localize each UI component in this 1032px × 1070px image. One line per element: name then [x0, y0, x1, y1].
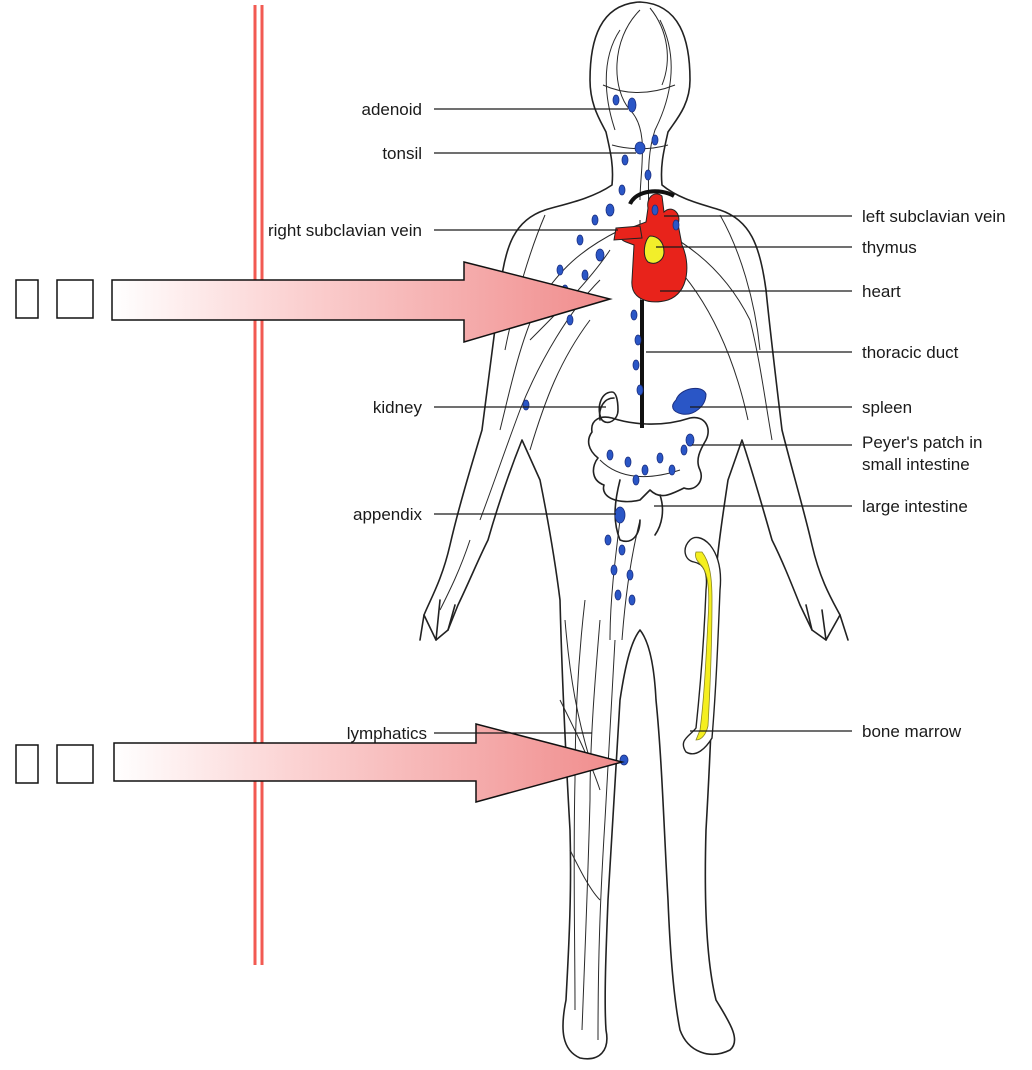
label-bone-marrow: bone marrow — [862, 722, 962, 741]
label-peyers-patch-line2: small intestine — [862, 455, 970, 474]
label-thoracic-duct: thoracic duct — [862, 343, 959, 362]
callout-arrow-upper — [16, 262, 610, 342]
body-outline — [420, 2, 848, 1059]
label-heart: heart — [862, 282, 901, 301]
label-peyers-patch-line1: Peyer's patch in — [862, 433, 982, 452]
label-large-intestine: large intestine — [862, 497, 968, 516]
vertical-divider-line — [255, 5, 262, 965]
label-kidney: kidney — [373, 398, 423, 417]
label-adenoid: adenoid — [361, 100, 422, 119]
leader-lines-left — [434, 109, 636, 733]
missing-glyph-box-2 — [57, 280, 93, 318]
label-left-subclavian-vein: left subclavian vein — [862, 207, 1006, 226]
label-lymphatics: lymphatics — [347, 724, 427, 743]
label-appendix: appendix — [353, 505, 423, 524]
label-right-subclavian-vein: right subclavian vein — [268, 221, 422, 240]
label-tonsil: tonsil — [382, 144, 422, 163]
label-thymus: thymus — [862, 238, 917, 257]
spleen-shape — [673, 388, 706, 414]
label-spleen: spleen — [862, 398, 912, 417]
callout-arrow-lower — [16, 724, 622, 802]
missing-glyph-box-1 — [16, 280, 38, 318]
missing-glyph-box-3 — [16, 745, 38, 783]
femur-bone — [683, 537, 720, 753]
missing-glyph-box-4 — [57, 745, 93, 783]
